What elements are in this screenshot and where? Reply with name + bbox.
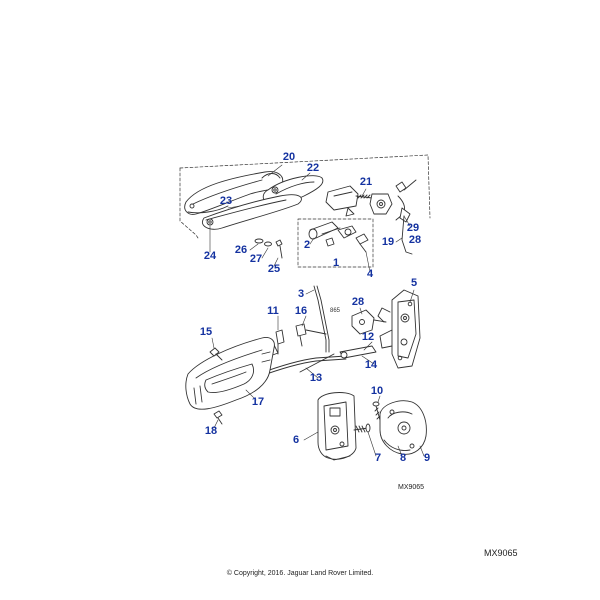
callout-labels: 20 22 21 23 29 2 19 28 26 24 27 1 25 4 5 3 28 11 16 15 12 14 1… — [200, 151, 430, 464]
callout-19: 19 — [382, 236, 394, 248]
callout-25: 25 — [268, 263, 280, 275]
lock-cylinder — [308, 221, 369, 253]
lock-cylinder-outline — [297, 218, 374, 268]
callout-16: 16 — [295, 305, 307, 317]
striker-bolt — [353, 423, 371, 433]
footer-drawing-code: MX9065 — [484, 548, 518, 558]
callout-3: 3 — [298, 288, 304, 300]
callout-5: 5 — [411, 277, 417, 289]
inner-handle-screws — [209, 347, 223, 425]
latch-bracket — [351, 309, 387, 335]
callout-14: 14 — [365, 359, 378, 371]
callout-12: 12 — [362, 331, 374, 343]
callout-18: 18 — [205, 425, 217, 437]
striker-plate — [317, 392, 357, 461]
callout-13: 13 — [310, 372, 322, 384]
rod-clip — [265, 323, 327, 357]
callout-2: 2 — [304, 239, 310, 251]
callout-28: 28 — [352, 296, 364, 308]
spring-clip — [395, 179, 417, 255]
drawing-code: MX9065 — [398, 484, 424, 491]
striker-housing — [379, 400, 427, 455]
callout-8: 8 — [400, 452, 406, 464]
handle-lever — [202, 194, 302, 230]
fixing-screw — [254, 238, 283, 259]
callout-29: 29 — [407, 222, 419, 234]
striker-pin — [372, 401, 381, 421]
callout-24: 24 — [204, 250, 217, 262]
release-lever — [325, 185, 393, 217]
callout-10: 10 — [371, 385, 383, 397]
door-latch — [377, 289, 421, 369]
callout-11: 11 — [267, 305, 279, 317]
callout-21: 21 — [360, 176, 372, 188]
handle-assembly-outline — [179, 154, 431, 239]
copyright-notice: © Copyright, 2016. Jaguar Land Rover Lim… — [226, 570, 374, 577]
callout-4: 4 — [367, 268, 374, 280]
callout-15: 15 — [200, 326, 212, 338]
leader-lines — [209, 164, 425, 457]
callout-6: 6 — [293, 434, 299, 446]
callout-28: 28 — [409, 234, 421, 246]
small-reference-text: 865 — [330, 308, 341, 314]
callout-9: 9 — [424, 452, 430, 464]
callout-20: 20 — [283, 151, 295, 163]
callout-1: 1 — [333, 257, 339, 269]
callout-26: 26 — [235, 244, 247, 256]
callout-23: 23 — [220, 195, 232, 207]
connecting-rod — [313, 285, 330, 353]
callout-7: 7 — [375, 452, 381, 464]
callout-17: 17 — [252, 396, 264, 408]
callout-27: 27 — [250, 253, 262, 265]
callout-22: 22 — [307, 162, 319, 174]
inner-handle-housing — [185, 337, 275, 410]
